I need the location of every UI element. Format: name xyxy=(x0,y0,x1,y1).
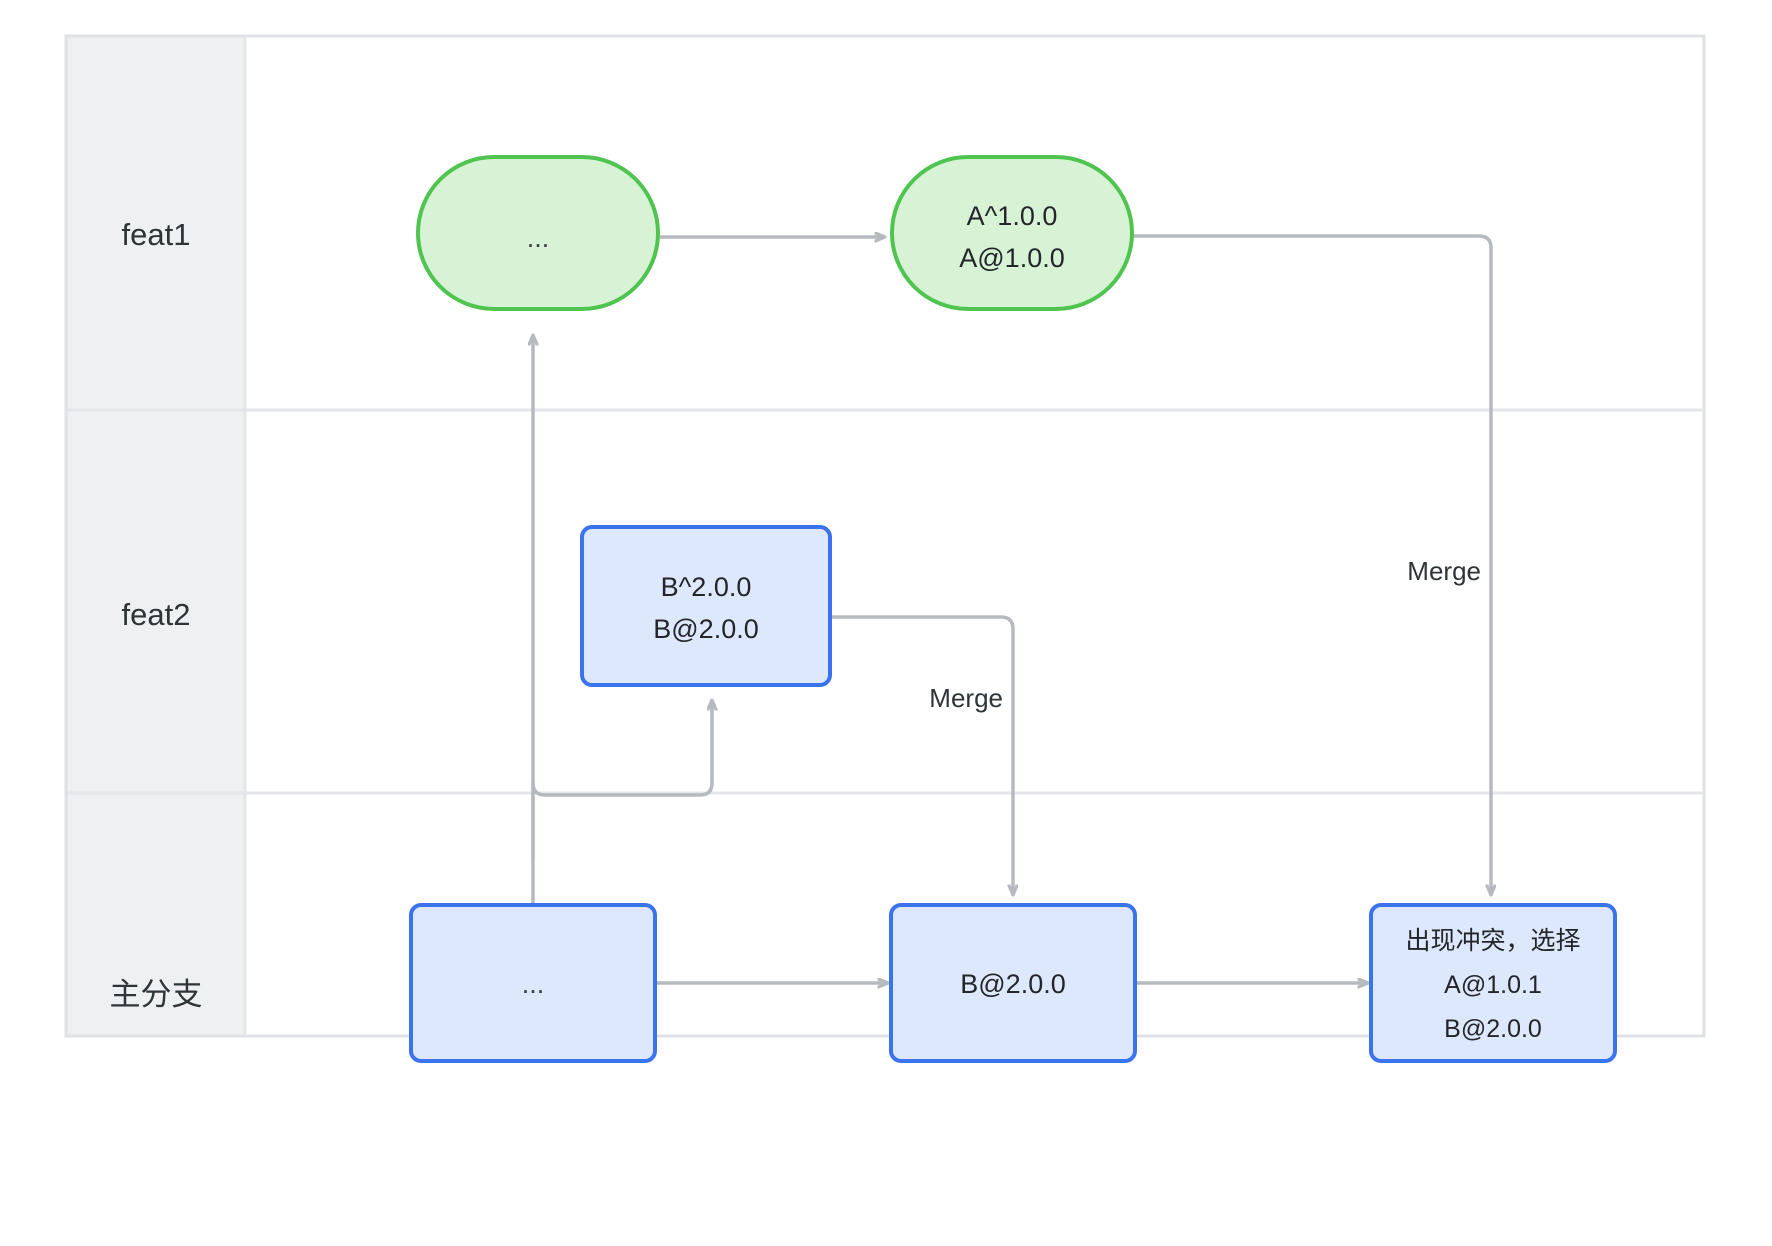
edge-label-merge-feat2: Merge xyxy=(929,683,1003,713)
diagram-frame xyxy=(64,34,1706,1038)
node-main-conflict-line3: B@2.0.0 xyxy=(1444,1015,1542,1043)
node-feat1-start-label: ... xyxy=(527,223,550,253)
node-feat1-start-shape xyxy=(416,155,660,311)
node-main-conflict-shape xyxy=(1369,903,1617,1063)
lane-label-feat2: feat2 xyxy=(122,597,191,632)
node-main-start[interactable]: ... xyxy=(409,903,657,1063)
node-feat2-commit-line1: B^2.0.0 xyxy=(661,572,752,602)
node-feat1-commit-line1: A^1.0.0 xyxy=(967,201,1058,231)
node-main-start-label: ... xyxy=(522,969,545,999)
node-main-b200-label: B@2.0.0 xyxy=(960,969,1065,999)
node-feat2-commit-line2: B@2.0.0 xyxy=(653,614,758,644)
edge-feat1-merge-to-main xyxy=(1130,234,1491,895)
edge-feat2-merge-to-main xyxy=(830,615,1013,895)
node-feat1-commit-shape xyxy=(890,155,1134,311)
node-feat1-start[interactable]: ... xyxy=(416,155,660,311)
node-main-conflict[interactable]: 出现冲突，选择 A@1.0.1 B@2.0.0 xyxy=(1369,903,1617,1063)
lane-label-main: 主分支 xyxy=(110,977,203,1012)
lane-header-column xyxy=(67,37,246,1035)
node-main-b200-shape xyxy=(889,903,1137,1063)
node-main-conflict-line1: 出现冲突，选择 xyxy=(1405,927,1580,955)
edge-label-merge-feat1: Merge xyxy=(1407,556,1481,586)
node-feat2-commit[interactable]: B^2.0.0 B@2.0.0 xyxy=(580,525,832,687)
edge-main-to-feat2-commit xyxy=(531,700,712,860)
node-feat2-commit-shape xyxy=(580,525,832,687)
node-main-conflict-line2: A@1.0.1 xyxy=(1444,971,1542,999)
lane-label-feat1: feat1 xyxy=(122,217,191,252)
node-main-b200[interactable]: B@2.0.0 xyxy=(889,903,1137,1063)
node-main-start-shape xyxy=(409,903,657,1063)
node-feat1-commit-line2: A@1.0.0 xyxy=(959,243,1064,273)
node-feat1-commit[interactable]: A^1.0.0 A@1.0.0 xyxy=(890,155,1134,311)
